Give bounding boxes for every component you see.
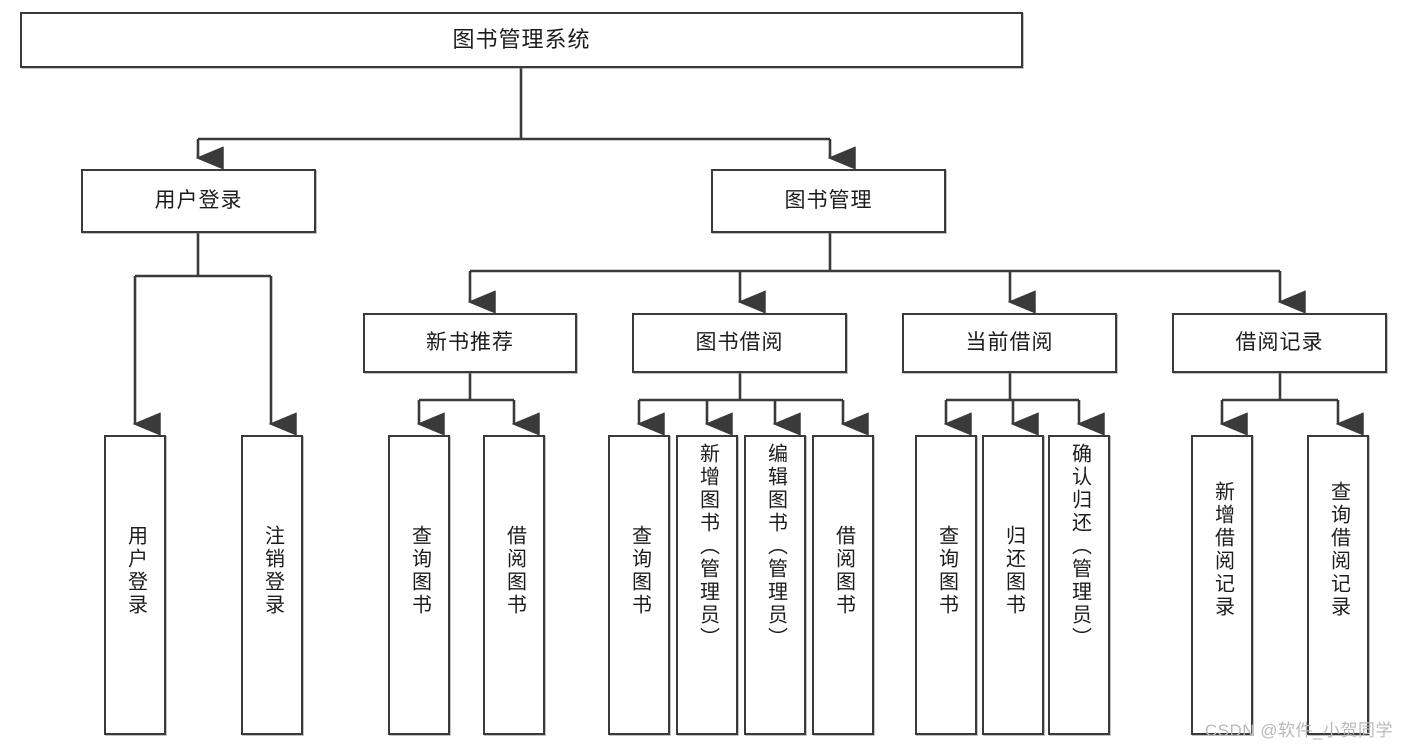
leaf-return-book[interactable]: 归还图书	[982, 435, 1044, 735]
leaf-query-book-1[interactable]: 查询图书	[388, 435, 450, 735]
leaf-query-record-label: 查询借阅记录	[1327, 481, 1350, 619]
leaf-user-logout[interactable]: 注销登录	[241, 435, 303, 735]
leaf-confirm-return[interactable]: 确认归还（管理员）	[1048, 435, 1110, 735]
node-root[interactable]: 图书管理系统	[20, 12, 1023, 68]
node-new-book-rec[interactable]: 新书推荐	[363, 313, 577, 373]
leaf-edit-book[interactable]: 编辑图书（管理员）	[744, 435, 806, 735]
node-book-manage-label: 图书管理	[784, 189, 873, 213]
leaf-user-login-label: 用户登录	[124, 525, 147, 617]
leaf-borrow-book-2[interactable]: 借阅图书	[812, 435, 874, 735]
leaf-user-logout-label: 注销登录	[261, 525, 284, 617]
leaf-query-book-2[interactable]: 查询图书	[608, 435, 670, 735]
node-book-manage[interactable]: 图书管理	[711, 169, 946, 233]
node-current-borrow[interactable]: 当前借阅	[902, 313, 1117, 373]
leaf-query-record[interactable]: 查询借阅记录	[1307, 435, 1369, 735]
leaf-edit-book-label: 编辑图书（管理员）	[764, 443, 787, 650]
node-new-book-rec-label: 新书推荐	[426, 331, 514, 355]
leaf-user-login[interactable]: 用户登录	[104, 435, 166, 735]
node-user-login-label: 用户登录	[154, 189, 243, 213]
node-root-label: 图书管理系统	[452, 26, 591, 52]
node-current-borrow-label: 当前借阅	[965, 331, 1054, 355]
node-user-login[interactable]: 用户登录	[81, 169, 316, 233]
leaf-borrow-book-2-label: 借阅图书	[832, 525, 855, 617]
leaf-return-book-label: 归还图书	[1002, 525, 1025, 617]
leaf-add-book-label: 新增图书（管理员）	[696, 443, 719, 650]
leaf-borrow-book-1-label: 借阅图书	[503, 525, 526, 617]
node-borrow-record[interactable]: 借阅记录	[1172, 313, 1387, 373]
csdn-watermark: CSDN @软件_小贺同学	[1204, 721, 1393, 740]
leaf-query-book-2-label: 查询图书	[628, 525, 651, 617]
node-borrow-record-label: 借阅记录	[1235, 331, 1324, 355]
leaf-add-record-label: 新增借阅记录	[1211, 481, 1234, 619]
node-book-borrow[interactable]: 图书借阅	[632, 313, 847, 373]
leaf-add-record[interactable]: 新增借阅记录	[1191, 435, 1253, 735]
leaf-query-book-3[interactable]: 查询图书	[915, 435, 977, 735]
leaf-query-book-3-label: 查询图书	[935, 525, 958, 617]
leaf-borrow-book-1[interactable]: 借阅图书	[483, 435, 545, 735]
leaf-confirm-return-label: 确认归还（管理员）	[1068, 443, 1091, 650]
leaf-add-book[interactable]: 新增图书（管理员）	[676, 435, 738, 735]
node-book-borrow-label: 图书借阅	[695, 331, 784, 355]
leaf-query-book-1-label: 查询图书	[408, 525, 431, 617]
